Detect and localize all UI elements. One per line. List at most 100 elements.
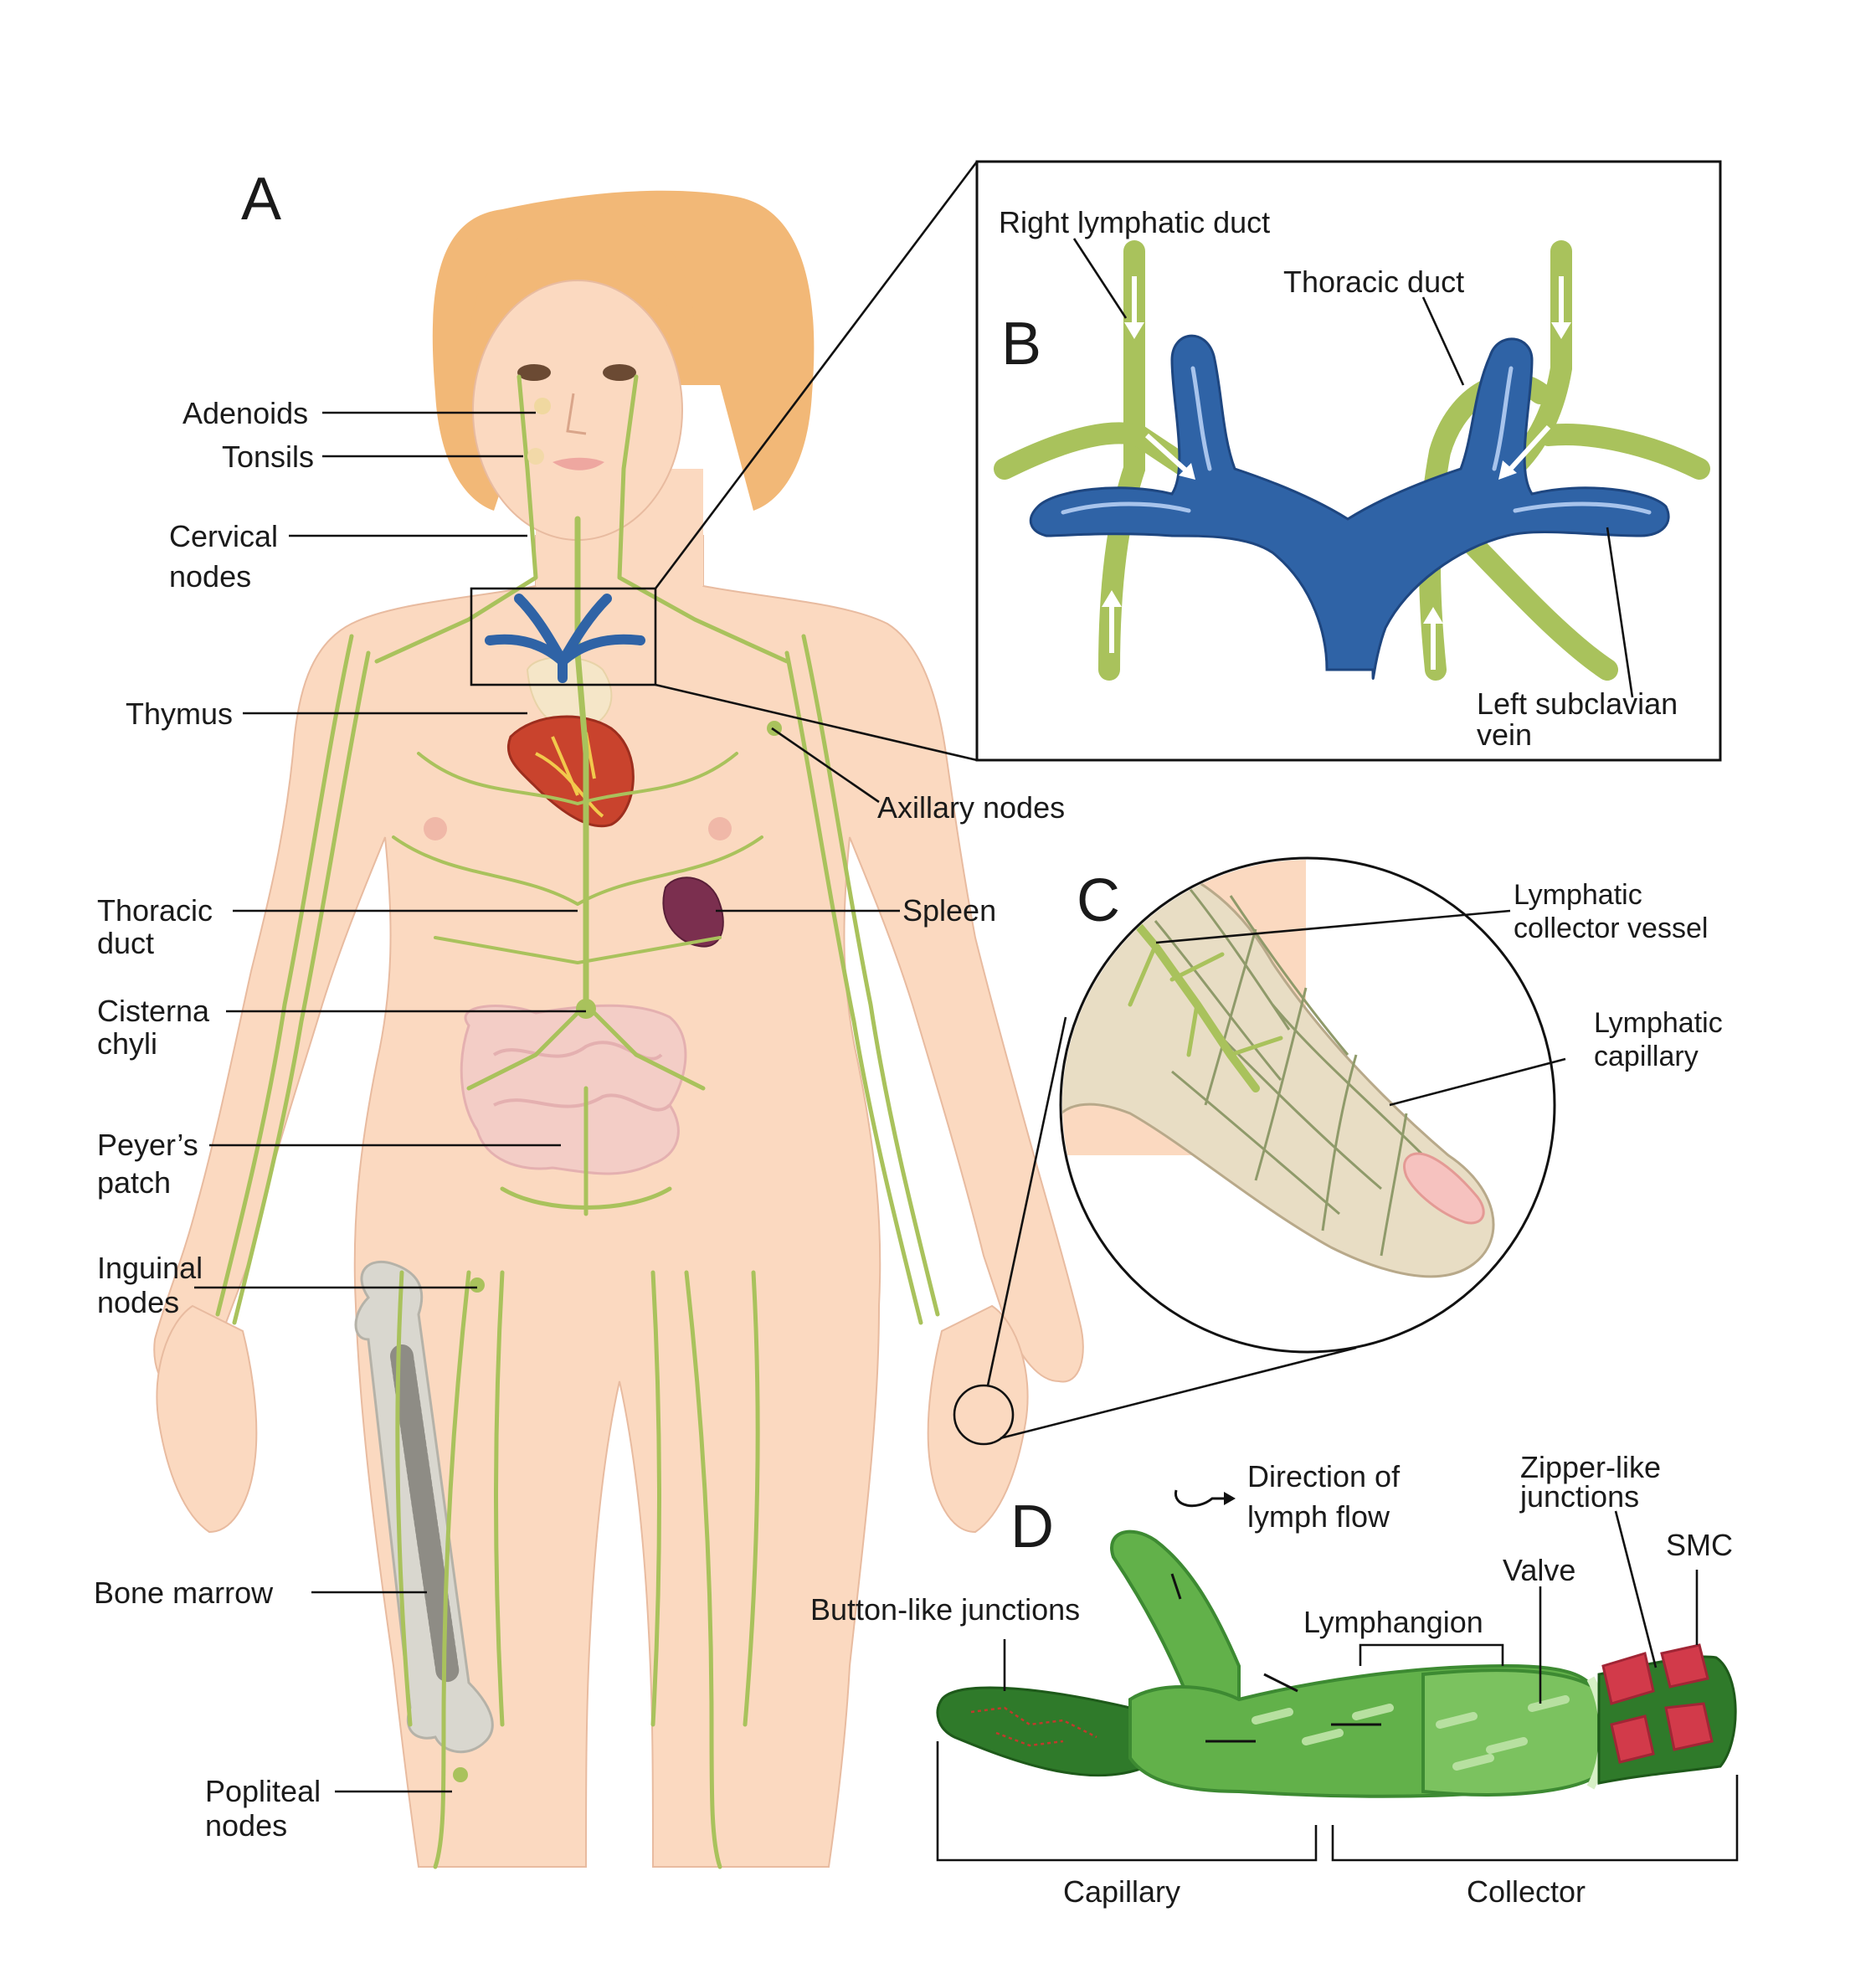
flow-arrow-right-into-vein (1144, 433, 1191, 476)
leader-lymphatic-capillary (1389, 1057, 1566, 1107)
subclavian-vein-shape (1029, 334, 1670, 680)
collector-branches (1128, 943, 1283, 1057)
label-thoracic-duct-1: Thoracic (97, 893, 213, 928)
label-valve: Valve (1503, 1553, 1575, 1587)
right-leg-vessels (650, 1270, 760, 1869)
bracket-capillary (936, 1741, 1318, 1862)
panel-c: C Lymphatic collector vessel Lymphatic c… (1059, 856, 1723, 1354)
label-zipper-2: junctions (1519, 1479, 1639, 1514)
leader-left-subclavian (1606, 527, 1634, 698)
marrow-core (390, 1344, 460, 1686)
initial-lymphatic-branch (1110, 1529, 1241, 1710)
bracket-collector (1331, 1775, 1739, 1862)
label-thoracic-duct-b: Thoracic duct (1283, 265, 1464, 299)
label-right-lymphatic-duct: Right lymphatic duct (999, 205, 1270, 239)
leader-zipper (1614, 1510, 1658, 1668)
panel-b-zoom-box (470, 587, 657, 686)
label-smc: SMC (1666, 1528, 1733, 1562)
flow-arrow-left-down-head (1551, 322, 1571, 339)
panel-c-letter: C (1077, 867, 1120, 934)
label-bone-marrow: Bone marrow (94, 1576, 274, 1610)
button-junction-outlines (970, 1706, 1097, 1747)
panel-a: A (94, 161, 1357, 1869)
label-thymus: Thymus (126, 697, 233, 731)
vein-highlights (1061, 366, 1652, 515)
label-capillary: Capillary (1063, 1874, 1180, 1909)
label-direction-2: lymph flow (1247, 1499, 1390, 1534)
capillary-mesh (1154, 887, 1425, 1257)
leader-thoracic-duct-b (1421, 296, 1465, 386)
face (472, 280, 683, 541)
flow-arrow-right-into-vein-head (1179, 463, 1195, 480)
lymph-node (453, 1767, 468, 1782)
left-nipple (424, 817, 447, 840)
lymph-node (534, 398, 551, 414)
panel-d-letter: D (1010, 1493, 1054, 1560)
label-cisterna-2: chyli (97, 1026, 157, 1061)
label-cisterna-1: Cisterna (97, 994, 210, 1028)
label-inguinal-2: nodes (97, 1285, 179, 1319)
flow-arrow-left-into-vein (1504, 424, 1551, 476)
panel-b-letter: B (1001, 311, 1041, 378)
thoracic-duct-vessel (574, 516, 589, 1008)
right-nipple (708, 817, 732, 840)
cervical-vessel-right (617, 374, 789, 664)
hair-fringe (469, 213, 695, 352)
label-peyers-1: Peyer’s (97, 1128, 198, 1162)
zoom-line-c-bottom (1000, 1346, 1357, 1440)
leader-right-lymphatic-duct (1072, 238, 1128, 319)
mini-subclavian-vein (485, 594, 645, 683)
label-axillary-nodes: Axillary nodes (877, 790, 1065, 825)
torso (153, 535, 1084, 1868)
smc-cell-2 (1660, 1643, 1709, 1689)
left-leg-vessels (395, 1270, 505, 1869)
lymph-node (527, 448, 544, 465)
label-spleen: Spleen (902, 893, 996, 928)
right-hand (927, 1304, 1029, 1534)
mouth (553, 457, 604, 470)
label-cervical-1: Cervical (169, 519, 278, 553)
label-left-subclavian-2: vein (1477, 717, 1532, 752)
label-left-subclavian-1: Left subclavian (1477, 686, 1678, 721)
fingernail (1403, 1152, 1485, 1225)
panel-c-zoom-circle (953, 1384, 1015, 1446)
smc-cell-3 (1610, 1714, 1655, 1764)
lymph-node (576, 999, 596, 1019)
lymph-network (215, 374, 940, 1869)
right-eye (603, 364, 636, 381)
bracket-lymphangion (1359, 1643, 1504, 1666)
label-popliteal-2: nodes (205, 1808, 287, 1843)
lymph-node (470, 1277, 485, 1293)
panel-b: B Right lymphatic duct Thoracic duct Lef… (975, 160, 1722, 762)
leader-collector-vessel (1155, 909, 1511, 944)
label-direction-1: Direction of (1247, 1459, 1401, 1493)
lymphatic-capillary-tube (936, 1686, 1149, 1777)
label-tonsils: Tonsils (222, 440, 314, 474)
zoom-line-c-top (986, 1016, 1067, 1386)
flow-direction-icon-head (1224, 1492, 1236, 1505)
label-cervical-2: nodes (169, 559, 251, 594)
right-arm-vessels (784, 634, 940, 1325)
label-button-junctions: Button-like junctions (810, 1592, 1080, 1627)
label-popliteal-1: Popliteal (205, 1774, 321, 1808)
nose (566, 393, 587, 435)
collector-segment (1421, 1668, 1601, 1797)
panel-a-letter: A (241, 166, 281, 233)
label-collector-vessel-2: collector vessel (1514, 912, 1708, 944)
flow-arrow-1 (1170, 1573, 1182, 1600)
left-eye (517, 364, 551, 381)
label-lymphatic-capillary-1: Lymphatic (1594, 1007, 1723, 1039)
leader-axillary (771, 727, 880, 804)
flow-arrow-left-up-head (1423, 607, 1443, 624)
label-peyers-2: patch (97, 1165, 171, 1200)
endothelial-leaflets (1252, 1695, 1570, 1771)
left-subclavian-lymph (1538, 424, 1710, 480)
flow-arrow-left-into-vein-head (1498, 460, 1517, 480)
flow-arrow-right-duct-down-head (1124, 322, 1144, 339)
label-collector-vessel-1: Lymphatic (1514, 879, 1642, 911)
finger-view (1062, 860, 1495, 1278)
right-subclavian-lymph (994, 422, 1200, 480)
label-thoracic-duct-2: duct (97, 926, 154, 960)
flow-direction-icon (1174, 1489, 1231, 1508)
